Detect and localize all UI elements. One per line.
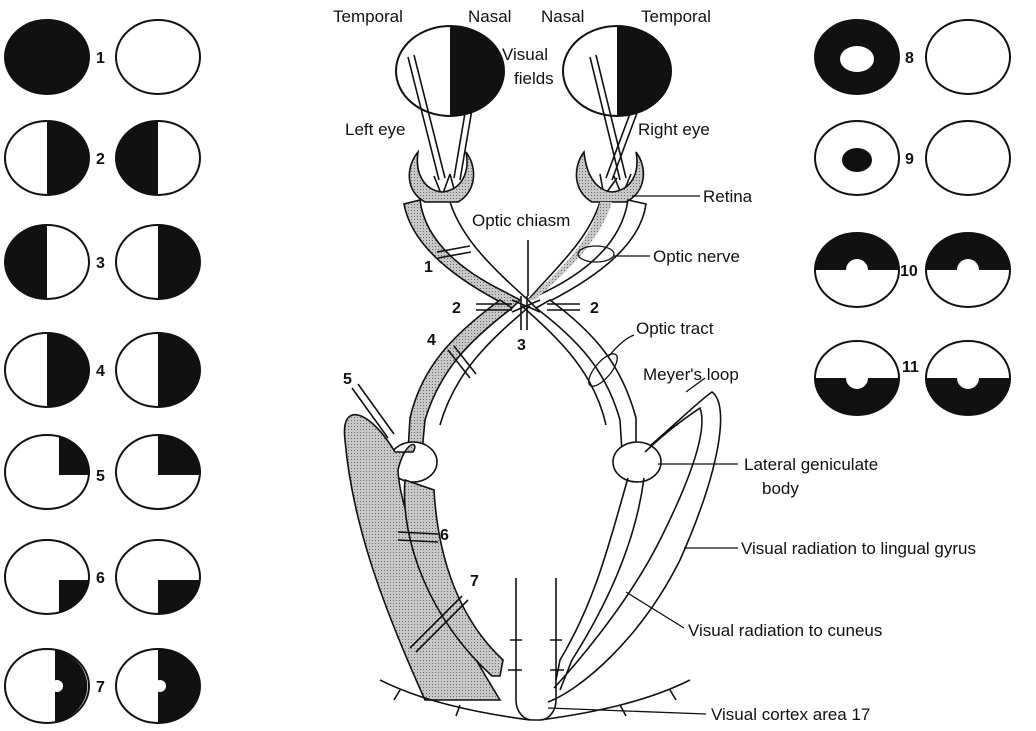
defect-number: 9 bbox=[905, 151, 914, 168]
label-retina: Retina bbox=[703, 187, 753, 206]
label-left-eye: Left eye bbox=[345, 120, 406, 139]
lesion-number-2-right: 2 bbox=[590, 300, 599, 317]
label-left-temporal: Temporal bbox=[333, 7, 403, 26]
right-lateral-geniculate-body bbox=[613, 442, 661, 482]
defect-number: 7 bbox=[96, 679, 105, 696]
label-right-eye: Right eye bbox=[638, 120, 710, 139]
defect-number: 8 bbox=[905, 50, 914, 67]
field-defect-11: 11 bbox=[815, 341, 1010, 415]
lesion-number-1: 1 bbox=[424, 259, 433, 276]
right-optic-tract bbox=[522, 300, 636, 452]
label-lgb-1: Lateral geniculate bbox=[744, 455, 878, 474]
optic-chiasm bbox=[512, 240, 540, 312]
right-eye-field bbox=[116, 20, 200, 94]
label-right-nasal: Nasal bbox=[541, 7, 584, 26]
field-defect-10: 10 bbox=[815, 233, 1010, 307]
shaded-half bbox=[116, 121, 158, 195]
label-visual-cortex: Visual cortex area 17 bbox=[711, 705, 870, 724]
lesion-number-4: 4 bbox=[427, 332, 436, 349]
defect-number: 3 bbox=[96, 255, 105, 272]
field-defect-1: 1 bbox=[5, 20, 200, 94]
lesion-number-2-left: 2 bbox=[452, 300, 461, 317]
label-optic-nerve: Optic nerve bbox=[653, 247, 740, 266]
label-optic-tract: Optic tract bbox=[636, 319, 714, 338]
lesion-number-3: 3 bbox=[517, 337, 526, 354]
field-defect-6: 6 bbox=[5, 540, 200, 614]
defect-number: 6 bbox=[96, 570, 105, 587]
label-optic-chiasm: Optic chiasm bbox=[472, 211, 570, 230]
label-visual-fields-1: Visual bbox=[502, 45, 548, 64]
shaded-half bbox=[47, 121, 89, 195]
defect-number: 10 bbox=[900, 263, 918, 280]
field-defect-7: 7 bbox=[5, 649, 200, 723]
label-radiation-lingual: Visual radiation to lingual gyrus bbox=[741, 539, 976, 558]
lesion-number-6: 6 bbox=[440, 527, 449, 544]
lesion-number-7: 7 bbox=[470, 573, 479, 590]
label-visual-fields-2: fields bbox=[514, 69, 554, 88]
label-right-temporal: Temporal bbox=[641, 7, 711, 26]
lesion-number-5: 5 bbox=[343, 371, 352, 388]
field-defect-4: 4 bbox=[5, 333, 200, 407]
defect-number: 11 bbox=[902, 359, 919, 376]
field-defect-8: 8 bbox=[815, 20, 1010, 94]
left-eye-field bbox=[5, 20, 89, 94]
field-defect-2: 2 bbox=[5, 121, 200, 195]
defect-number: 1 bbox=[96, 50, 105, 67]
right-eye bbox=[576, 152, 643, 202]
field-defect-9: 9 bbox=[815, 121, 1010, 195]
defect-number: 5 bbox=[96, 468, 105, 485]
label-meyers-loop: Meyer's loop bbox=[643, 365, 739, 384]
defect-number: 4 bbox=[96, 363, 105, 380]
defect-number: 2 bbox=[96, 151, 105, 168]
label-left-nasal: Nasal bbox=[468, 7, 511, 26]
right-visual-field bbox=[563, 26, 671, 116]
label-radiation-cuneus: Visual radiation to cuneus bbox=[688, 621, 882, 640]
field-defect-3: 3 bbox=[5, 225, 200, 299]
field-defect-5: 5 bbox=[5, 435, 200, 509]
label-lgb-2: body bbox=[762, 479, 799, 498]
